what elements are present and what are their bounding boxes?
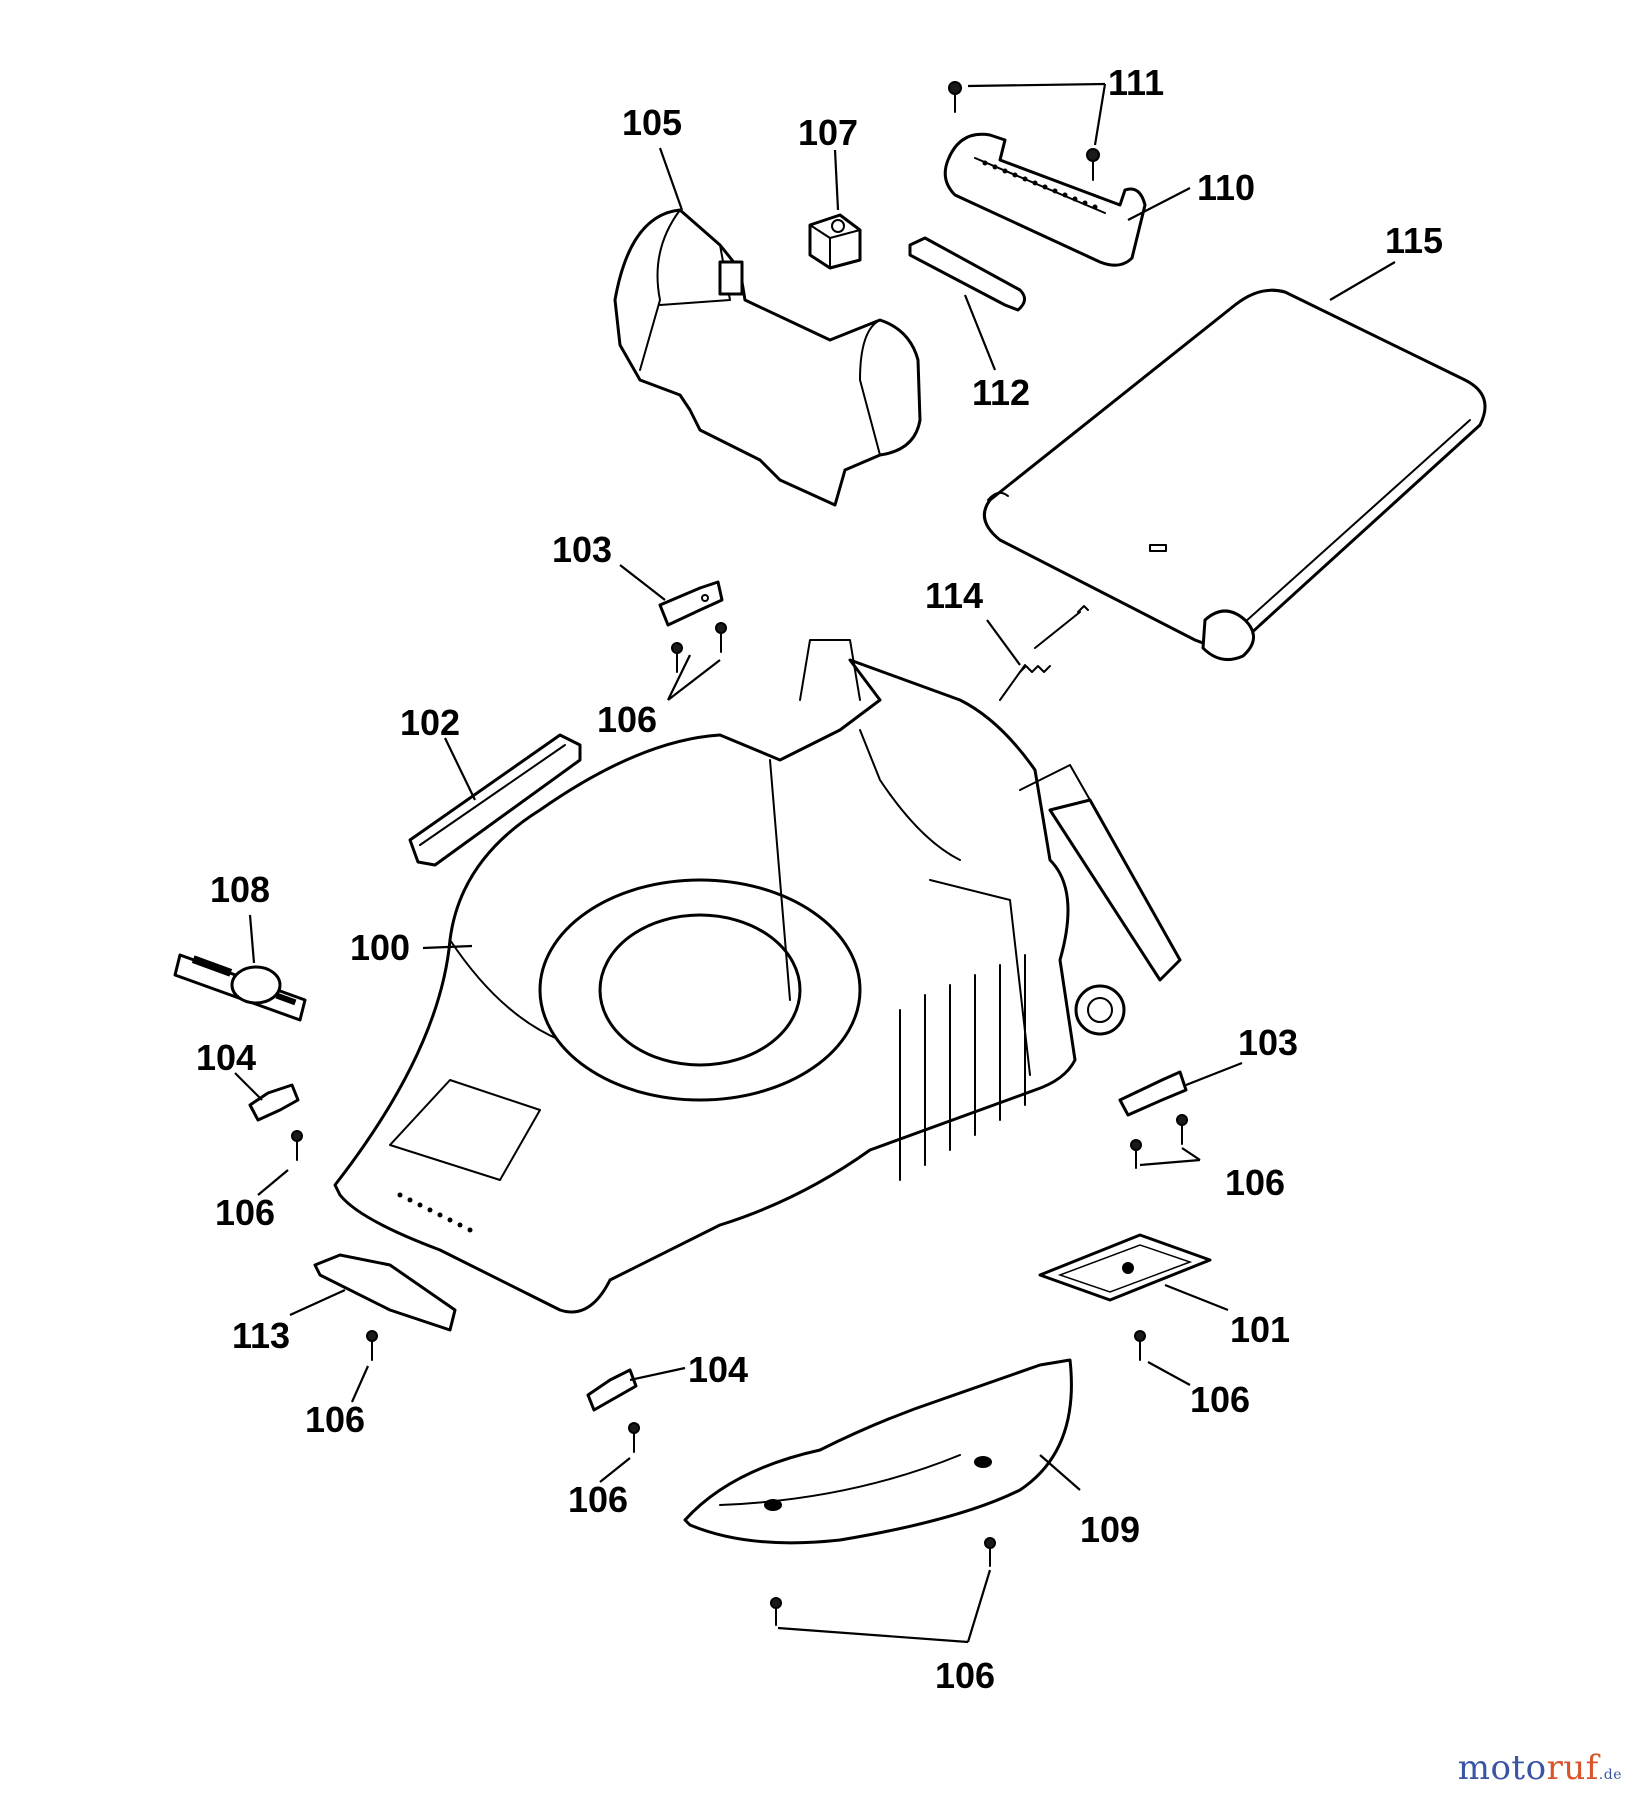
callout-104-bottom: 104 [688, 1349, 748, 1390]
part-109-skirt[interactable] [683, 1358, 1073, 1545]
part-106-screws-top[interactable] [671, 622, 727, 673]
part-105-rear-cover[interactable] [613, 208, 922, 507]
callout-103-top: 103 [552, 529, 612, 570]
watermark-part-a: moto [1457, 1748, 1547, 1788]
callout-106-left: 106 [215, 1192, 275, 1233]
callout-106-right-lower: 106 [1190, 1379, 1250, 1420]
callout-106-top: 106 [597, 699, 657, 740]
callout-102: 102 [400, 702, 460, 743]
callout-106-bottom: 106 [568, 1479, 628, 1520]
part-114-spring[interactable] [999, 605, 1089, 701]
part-103-clip-right[interactable] [1118, 1070, 1188, 1117]
callout-105: 105 [622, 102, 682, 143]
callout-115: 115 [1385, 220, 1443, 261]
part-108-badge[interactable] [173, 953, 307, 1022]
watermark-part-b: ruf [1546, 1748, 1599, 1788]
part-113-front-trim[interactable] [313, 1253, 457, 1332]
callouts: 111 110 115 105 107 112 103 114 106 102 … [196, 62, 1443, 1696]
part-106-screws-right[interactable] [1130, 1114, 1188, 1169]
part-100-housing[interactable] [333, 639, 1182, 1314]
callout-106-bottom-left: 106 [305, 1399, 365, 1440]
part-111-screws[interactable] [948, 81, 1100, 181]
callout-107: 107 [798, 112, 858, 153]
part-106-screw-bottom-left[interactable] [366, 1330, 378, 1361]
part-106-screw-left[interactable] [291, 1130, 303, 1161]
leader-lines [234, 82, 1396, 1644]
callout-106-skirt: 106 [935, 1655, 995, 1696]
callout-110: 110 [1197, 167, 1255, 208]
callout-100: 100 [350, 927, 410, 968]
callout-109: 109 [1080, 1509, 1140, 1550]
callout-111: 111 [1108, 62, 1164, 103]
watermark: motoruf.de [1458, 1748, 1622, 1788]
part-104-clip-left[interactable] [248, 1083, 300, 1122]
watermark-suffix: .de [1598, 1767, 1622, 1783]
callout-104-left: 104 [196, 1037, 256, 1078]
callout-114: 114 [925, 575, 983, 616]
callout-113: 113 [232, 1315, 290, 1356]
part-103-clip-top[interactable] [658, 580, 724, 627]
part-106-screw-right-lower[interactable] [1134, 1330, 1146, 1361]
callout-112: 112 [972, 372, 1030, 413]
part-107-plug[interactable] [808, 213, 862, 270]
part-102-flap[interactable] [408, 733, 582, 867]
callout-101: 101 [1230, 1309, 1290, 1350]
part-106-screws-skirt[interactable] [770, 1537, 996, 1626]
part-110-handle-grip[interactable] [943, 132, 1147, 267]
part-104-clip-bottom[interactable] [586, 1368, 638, 1412]
part-115-lid[interactable] [982, 288, 1487, 662]
part-106-screw-bottom[interactable] [628, 1422, 640, 1453]
callout-106-right: 106 [1225, 1162, 1285, 1203]
part-112-insert[interactable] [908, 236, 1026, 312]
callout-103-right: 103 [1238, 1022, 1298, 1063]
part-101-plate[interactable] [1038, 1233, 1212, 1302]
callout-108: 108 [210, 869, 270, 910]
